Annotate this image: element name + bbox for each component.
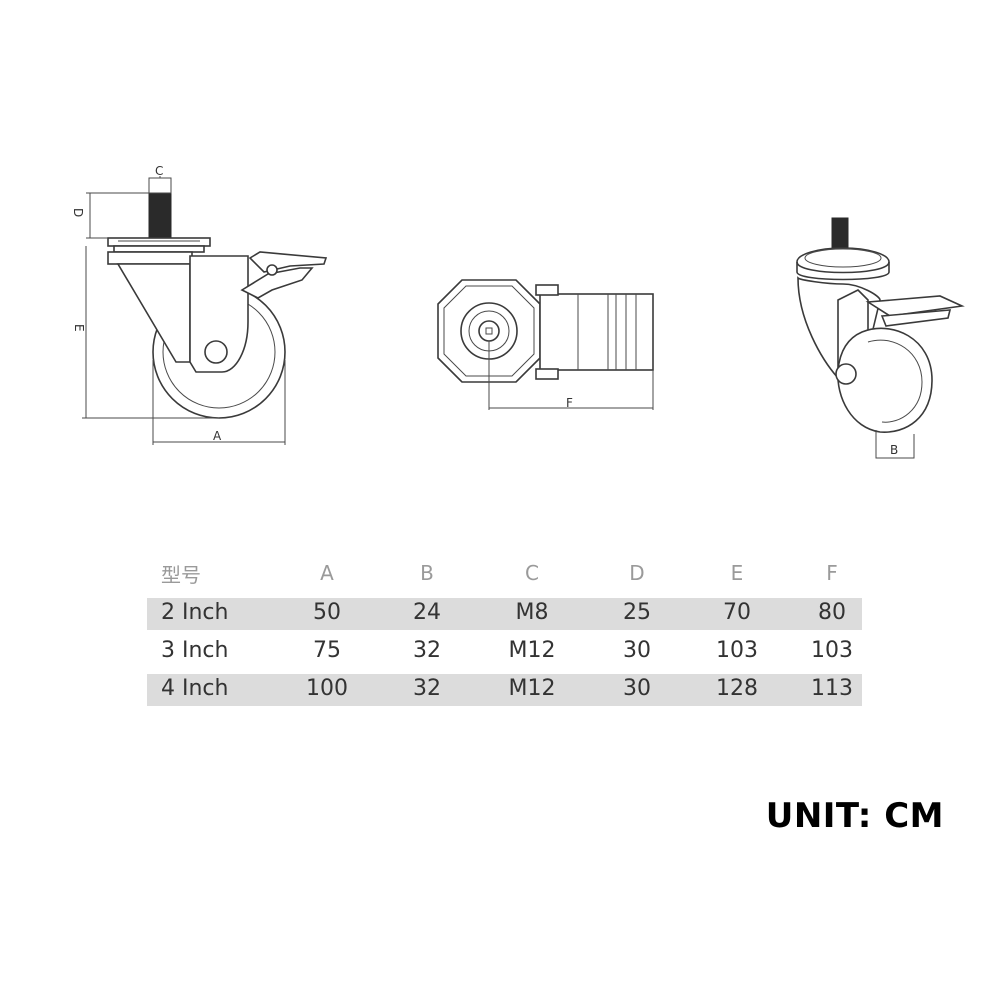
table-header-row: 型号 A B C D E F xyxy=(147,553,862,593)
wheel-top xyxy=(539,293,654,371)
header-e: E xyxy=(730,561,744,585)
cell-d: 30 xyxy=(623,675,651,701)
cell-f: 103 xyxy=(811,637,853,663)
header-model: 型号 xyxy=(161,562,201,587)
cell-b: 24 xyxy=(413,599,441,625)
cell-f: 80 xyxy=(818,599,846,625)
table-row: 3 Inch 75 32 M12 30 103 103 xyxy=(147,631,862,669)
dim-label-a: A xyxy=(213,429,222,443)
header-a: A xyxy=(320,561,334,585)
table-row: 2 Inch 50 24 M8 25 70 80 xyxy=(147,593,862,631)
iso-axle xyxy=(835,363,857,385)
table-row: 4 Inch 100 32 M12 30 128 113 xyxy=(147,669,862,707)
mounting-plate xyxy=(107,237,211,247)
header-b: B xyxy=(420,561,434,585)
side-view: C D E A xyxy=(71,164,328,445)
cell-b: 32 xyxy=(413,637,441,663)
cell-a: 50 xyxy=(313,599,341,625)
dim-label-f: F xyxy=(566,396,573,410)
cell-d: 25 xyxy=(623,599,651,625)
dim-label-b: B xyxy=(890,443,898,457)
cell-a: 75 xyxy=(313,637,341,663)
threaded-stem xyxy=(148,192,172,238)
axle xyxy=(204,340,228,364)
dim-label-e: E xyxy=(72,324,86,332)
header-d: D xyxy=(629,561,645,585)
cell-f: 113 xyxy=(811,675,853,701)
caster-wheel-diagram: C D E A F xyxy=(71,164,965,459)
header-c: C xyxy=(525,561,539,585)
dim-label-c: C xyxy=(155,164,163,178)
spec-table: 型号 A B C D E F 2 Inch 50 24 M8 25 70 80 … xyxy=(147,553,862,707)
stem-hole xyxy=(478,320,500,342)
cell-e: 128 xyxy=(716,675,758,701)
iso-view: B xyxy=(796,217,965,459)
iso-fork xyxy=(797,276,881,381)
cell-model: 3 Inch xyxy=(161,637,229,663)
cell-a: 100 xyxy=(306,675,348,701)
cell-model: 2 Inch xyxy=(161,599,229,625)
cell-c: M8 xyxy=(515,599,549,625)
cell-c: M12 xyxy=(508,637,556,663)
iso-threaded-stem xyxy=(831,217,849,253)
cell-b: 32 xyxy=(413,675,441,701)
dim-label-d: D xyxy=(71,208,85,217)
cell-model: 4 Inch xyxy=(161,675,229,701)
cell-e: 103 xyxy=(716,637,758,663)
iso-wheel xyxy=(837,327,933,433)
unit-label: UNIT: CM xyxy=(765,796,944,836)
cell-c: M12 xyxy=(508,675,556,701)
top-view: F xyxy=(437,279,654,410)
iso-brake-lever xyxy=(865,295,965,317)
cell-d: 30 xyxy=(623,637,651,663)
header-f: F xyxy=(826,561,838,585)
cell-e: 70 xyxy=(723,599,751,625)
